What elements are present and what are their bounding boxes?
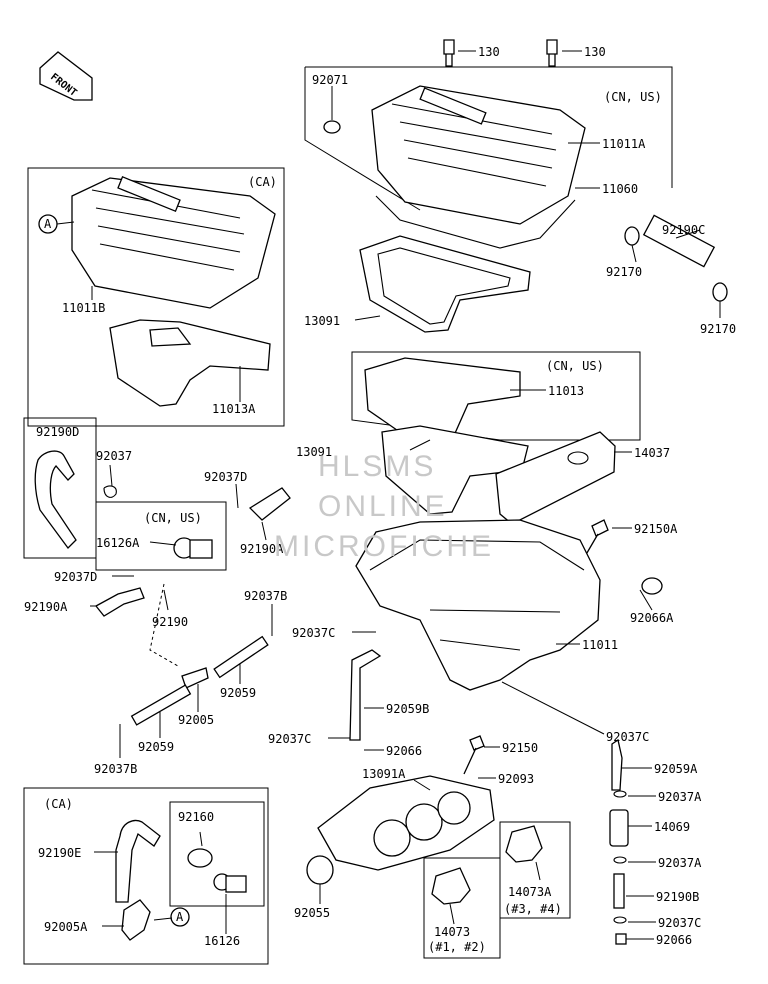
watermark-line: HLSMS [318,450,436,483]
part-label: 13091 [304,314,340,328]
watermark: HLSMS ONLINE MICROFICHE [274,450,494,563]
part-label: 92059 [138,740,174,754]
part-label: 92160 [178,810,214,824]
callout-markers: A A [38,214,190,927]
part-label: 13091A [362,767,406,781]
region-label-cn-us-top: (CN, US) [604,90,662,104]
part-label: 92150A [634,522,678,536]
part-label: 92037D [204,470,247,484]
part-label: 11011A [602,137,646,151]
region-label-ca-top: (CA) [248,175,277,189]
region-frames [23,66,673,965]
part-label: 92190D [36,425,79,439]
part-label: 92037A [658,856,702,870]
part-label: 92037B [244,589,287,603]
part-label: 11013A [212,402,256,416]
leader-lines [56,50,721,940]
part-label: 14073A [508,885,552,899]
part-label: 92190B [656,890,699,904]
part-label: 92037 [96,449,132,463]
part-label: 16126A [96,536,140,550]
part-label: 92059B [386,702,429,716]
part-label: 92066 [656,933,692,947]
part-label: 11013 [548,384,584,398]
part-label: 11011B [62,301,105,315]
part-label: 16126 [204,934,240,948]
part-label: 92037C [268,732,311,746]
part-label: 92037B [94,762,137,776]
part-label: 92190E [38,846,81,860]
part-label: 14073 [434,925,470,939]
part-label: 92005A [44,920,88,934]
part-label: 92170 [700,322,736,336]
part-label: 11011 [582,638,618,652]
part-label: 92005 [178,713,214,727]
region-label-ca-bottom: (CA) [44,797,73,811]
part-label: 92170 [606,265,642,279]
part-label: 130 [478,45,500,59]
region-label-cn-us-left: (CN, US) [144,511,202,525]
watermark-line: MICROFICHE [274,530,494,563]
part-label: 11060 [602,182,638,196]
part-label: 92037C [658,916,701,930]
callout-a-bottom [170,907,190,927]
part-label: 92071 [312,73,348,87]
front-arrow-icon: FRONT [39,51,93,101]
part-label: 92037C [606,730,649,744]
callout-a-left-label: A [44,217,52,231]
part-drawings [34,39,728,945]
part-label: 92190 [152,615,188,629]
part-label: 92066A [630,611,674,625]
part-label: 92190A [24,600,68,614]
part-label: (#1, #2) [428,940,486,954]
part-label: (#3, #4) [504,902,562,916]
part-label: 130 [584,45,606,59]
part-label: 92037C [292,626,335,640]
part-label: 92190C [662,223,705,237]
region-labels: (CN, US) (CA) (CN, US) (CN, US) (CA) [44,90,662,811]
part-label: 92059 [220,686,256,700]
part-label: 92190A [240,542,284,556]
part-label: 92150 [502,741,538,755]
region-label-cn-us-mid: (CN, US) [546,359,604,373]
part-label: 92055 [294,906,330,920]
part-labels: 130 130 92071 11011A 11060 92190C 92170 … [24,45,736,954]
part-label: 14069 [654,820,690,834]
part-label: 14037 [634,446,670,460]
part-label: 92037A [658,790,702,804]
part-label: 92059A [654,762,698,776]
part-label: 92093 [498,772,534,786]
part-label: 13091 [296,445,332,459]
part-label: 92037D [54,570,97,584]
part-label: 92066 [386,744,422,758]
watermark-line: ONLINE [318,490,448,523]
callout-a-bottom-label: A [176,910,184,924]
